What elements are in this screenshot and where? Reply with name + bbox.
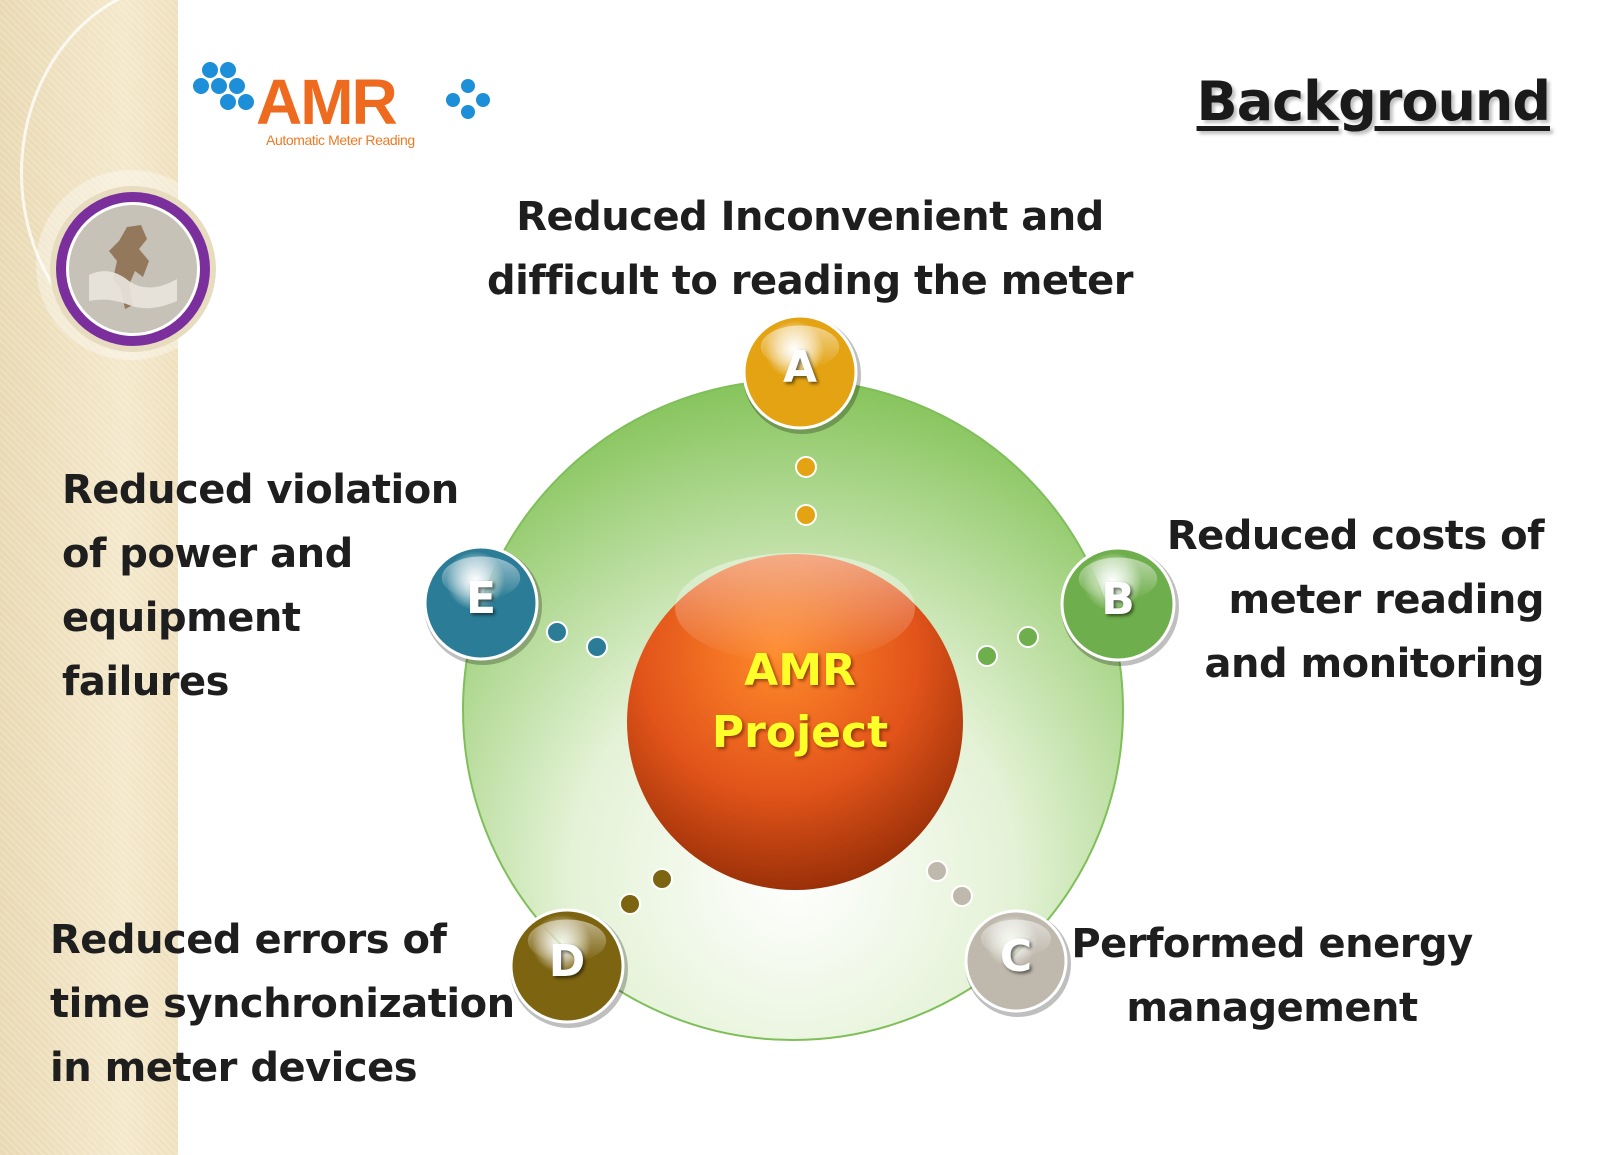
- node-d-connector-dot-2: [619, 893, 641, 915]
- amr-logo-mark: AMR: [193, 62, 490, 138]
- node-b-letter: B: [1101, 574, 1135, 625]
- node-e-label-line1: Reduced violation: [62, 467, 459, 513]
- node-e-connector-dot-1: [546, 621, 568, 643]
- node-c-connector-dot-2: [951, 885, 973, 907]
- node-e-connector-dot-2: [586, 636, 608, 658]
- node-b-label-line2: meter reading: [1228, 577, 1544, 623]
- node-b-highlight: [1078, 557, 1158, 601]
- logo-wordmark: AMR: [256, 66, 397, 138]
- center-label: AMR Project: [630, 640, 970, 764]
- node-c-letter: C: [999, 931, 1033, 982]
- connector-dots: [546, 456, 1039, 915]
- node-c-label-line1: Performed energy: [1071, 921, 1473, 967]
- decorative-arc: [20, 0, 356, 366]
- node-b-label-line3: and monitoring: [1204, 641, 1544, 687]
- amr-logo: AMR Automatic Meter Reading: [188, 50, 508, 160]
- node-e-label: Reduced violation of power and equipment…: [62, 458, 459, 714]
- node-c-highlight: [981, 919, 1051, 958]
- node-d-letter: D: [548, 936, 586, 987]
- node-c-label: Performed energy management: [1062, 912, 1482, 1040]
- outer-nodes: [423, 314, 1179, 1028]
- node-a-connector-dot-2: [795, 504, 817, 526]
- node-b-connector-dot-2: [976, 645, 998, 667]
- node-b-label: Reduced costs of meter reading and monit…: [1166, 504, 1545, 696]
- center-sphere-highlight: [675, 553, 915, 663]
- page-title: Background: [1196, 70, 1551, 133]
- node-b-label-line1: Reduced costs of: [1166, 513, 1545, 559]
- node-d-label: Reduced errors of time synchronization i…: [50, 908, 515, 1100]
- node-d-highlight: [527, 919, 607, 963]
- node-a-letter: A: [782, 342, 818, 393]
- node-a-label-line2: difficult to reading the meter: [487, 258, 1134, 304]
- node-d-label-line3: in meter devices: [50, 1045, 418, 1091]
- seal-emblem: [66, 202, 200, 336]
- node-a-label-line1: Reduced Inconvenient and: [516, 194, 1104, 240]
- node-b-connector-dot-1: [1017, 626, 1039, 648]
- node-d-label-line1: Reduced errors of: [50, 917, 447, 963]
- node-a-highlight: [760, 325, 840, 369]
- node-d-connector-dot-1: [651, 868, 673, 890]
- node-e-label-line4: failures: [62, 659, 229, 705]
- organization-seal-icon: [56, 192, 210, 346]
- logo-subtitle: Automatic Meter Reading: [266, 132, 415, 148]
- node-c-connector-dot-1: [926, 860, 948, 882]
- node-e-highlight: [441, 556, 521, 600]
- node-c-label-line2: management: [1126, 985, 1418, 1031]
- center-label-line1: AMR: [744, 645, 856, 696]
- center-label-line2: Project: [711, 707, 889, 758]
- node-e-letter: E: [465, 573, 497, 624]
- node-e-label-line2: of power and: [62, 531, 353, 577]
- node-a-label: Reduced Inconvenient and difficult to re…: [0, 185, 1614, 313]
- seal-map-icon: [89, 225, 177, 309]
- node-a-connector-dot-1: [795, 456, 817, 478]
- node-d-label-line2: time synchronization: [50, 981, 515, 1027]
- node-e-label-line3: equipment: [62, 595, 301, 641]
